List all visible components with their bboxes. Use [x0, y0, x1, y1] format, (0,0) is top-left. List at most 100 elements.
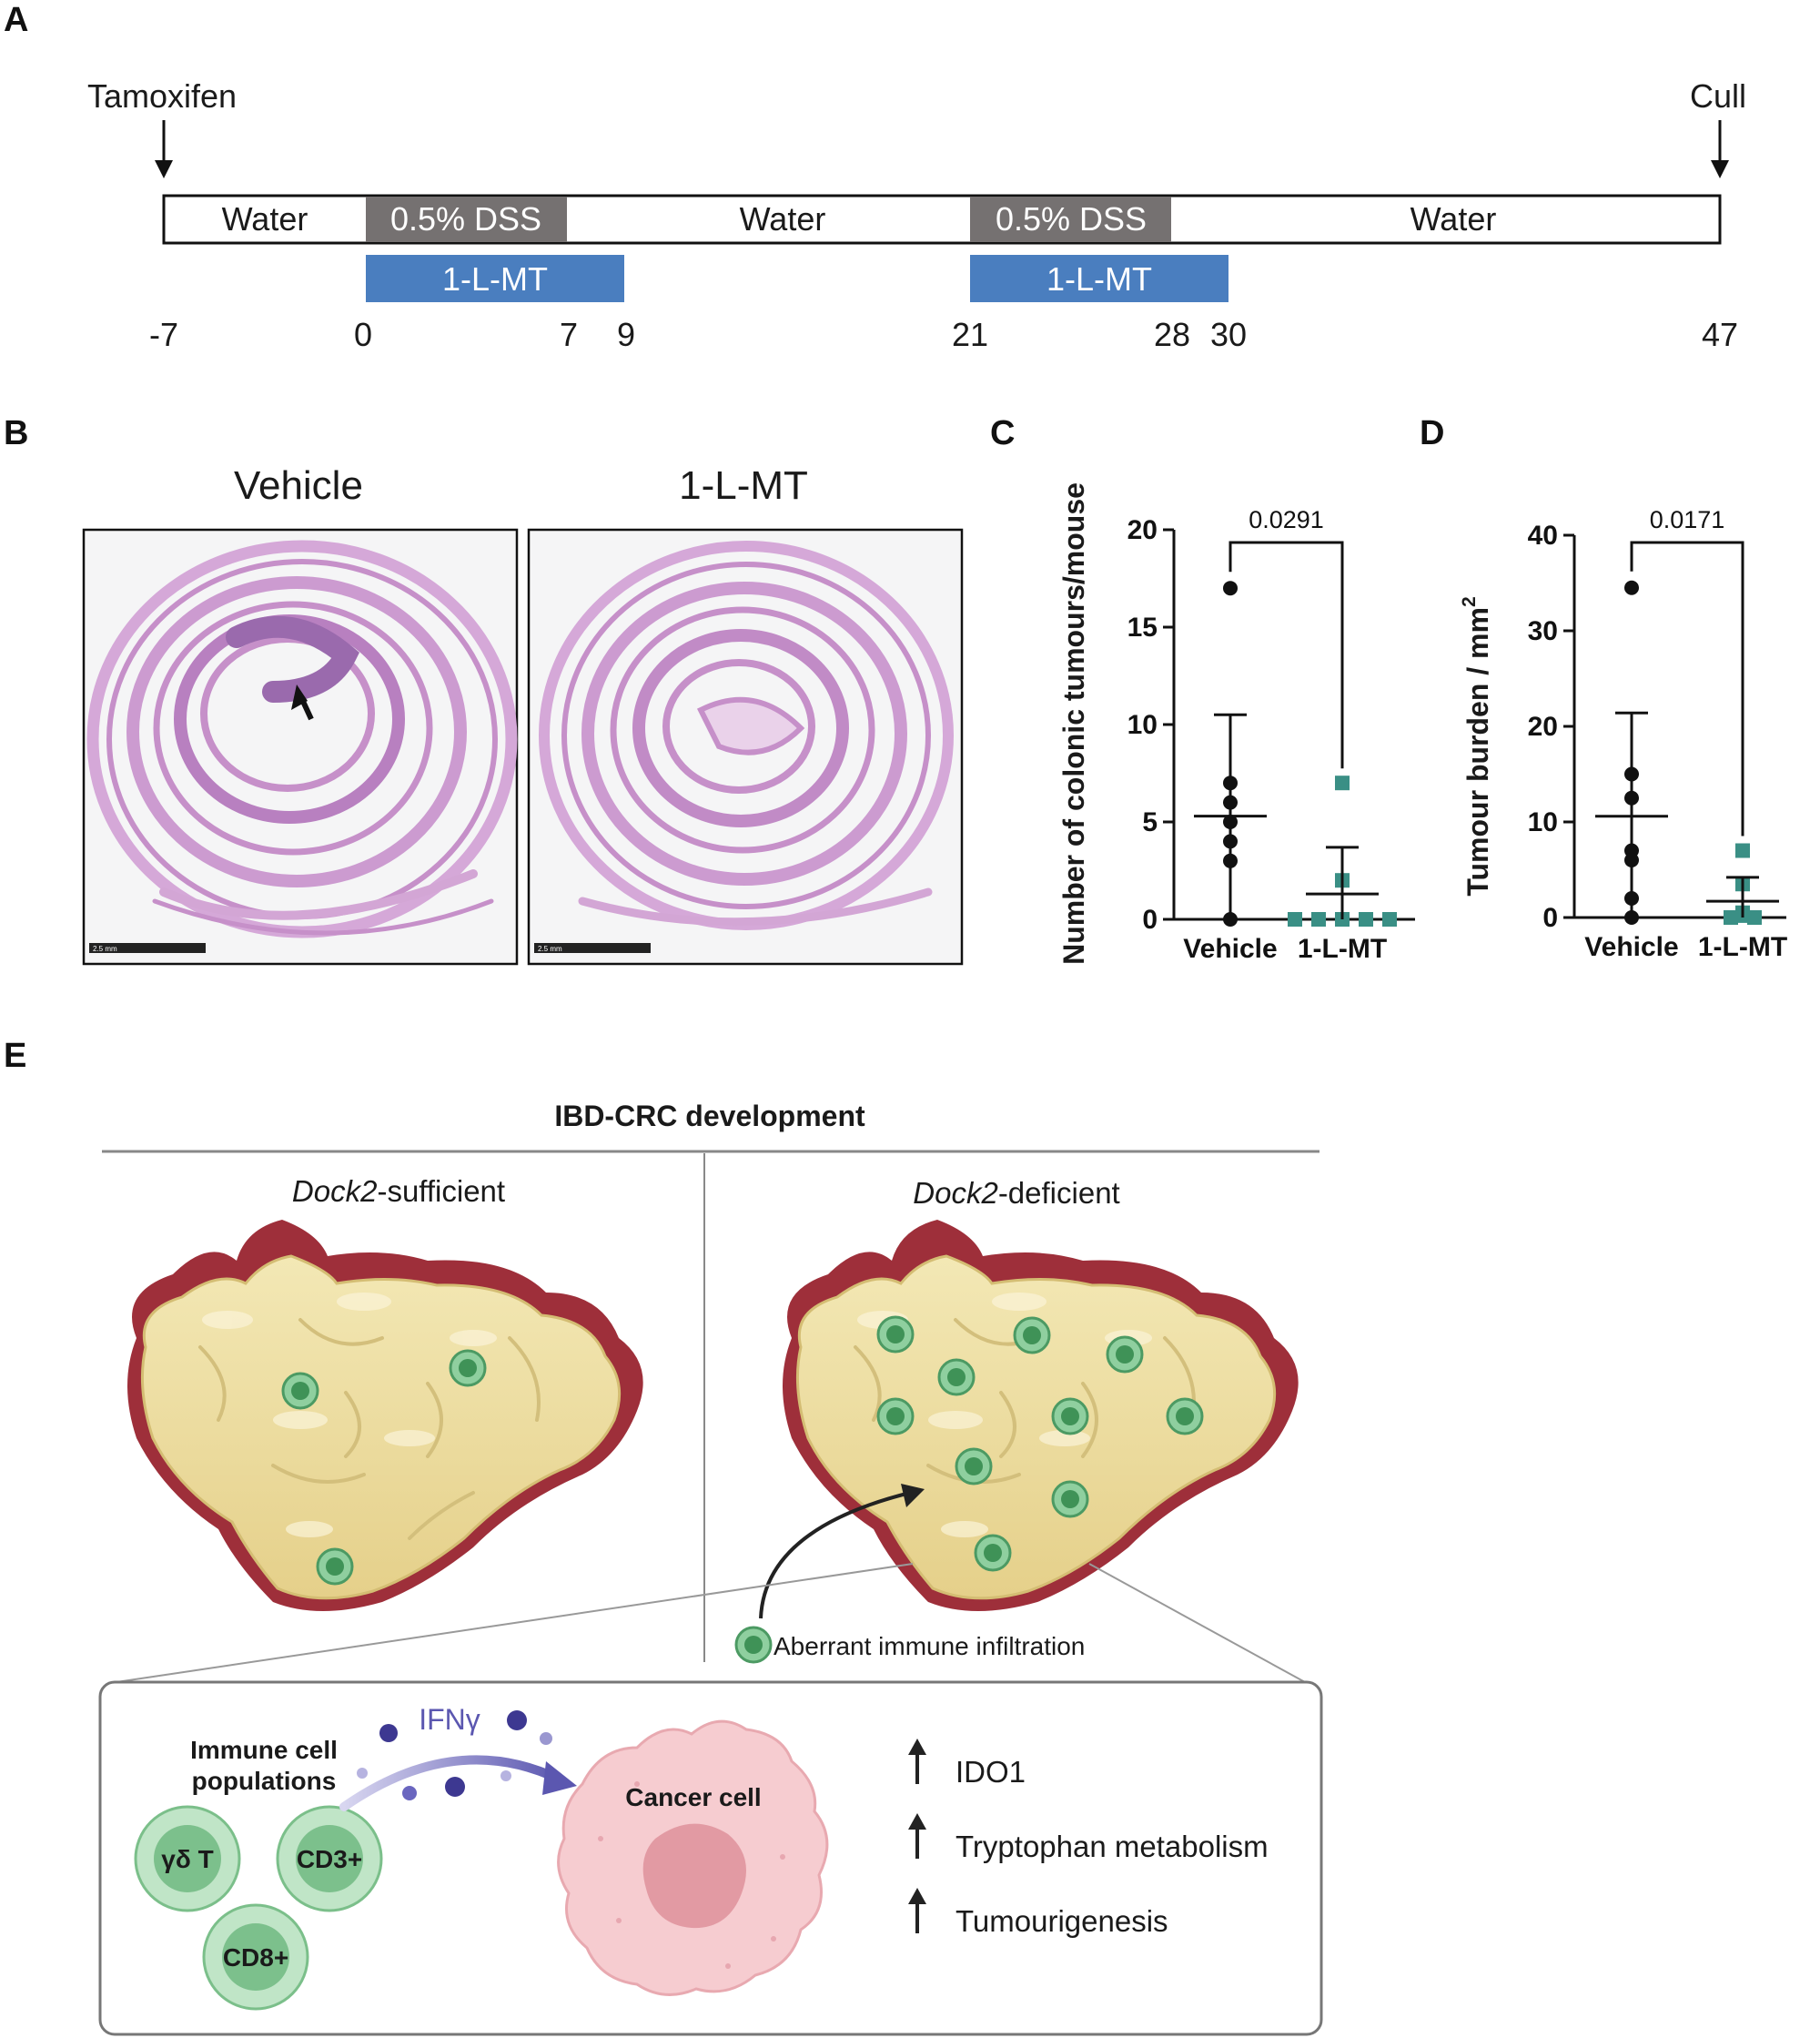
- cancer-cell: Cancer cell: [557, 1719, 829, 1996]
- gamma-delta-t-label: γδ T: [161, 1845, 213, 1873]
- infiltration-legend-label: Aberrant immune infiltration: [774, 1632, 1085, 1660]
- immune-cell: [1051, 1480, 1089, 1518]
- x-tick-label: 1-L-MT: [1698, 932, 1787, 962]
- y-tick-label: 0: [1542, 903, 1558, 933]
- effect-label: Tumourigenesis: [956, 1904, 1168, 1938]
- immune-cell: [281, 1372, 319, 1410]
- panel-label-a: A: [4, 1, 28, 39]
- immune-cell: [876, 1315, 915, 1354]
- immune-cell: [449, 1349, 487, 1387]
- chart-d-ylabel: Tumour burden / mm2: [1459, 596, 1494, 896]
- significance-bracket: [1228, 541, 1344, 769]
- scale-bar-label: 2.5 mm: [538, 945, 562, 953]
- scale-bar: [89, 943, 206, 953]
- effect-tryptophan: Tryptophan metabolism: [908, 1813, 1269, 1863]
- immune-cell: [1013, 1316, 1051, 1354]
- immune-population-label-2: populations: [192, 1767, 337, 1795]
- segment-dss-1: 0.5% DSS: [390, 200, 541, 238]
- tamoxifen-label: Tamoxifen: [87, 77, 237, 115]
- right-gene: Dock2: [913, 1176, 998, 1210]
- day-label: 9: [617, 316, 635, 353]
- cull-label: Cull: [1690, 77, 1746, 115]
- immune-cell: [1166, 1397, 1204, 1435]
- treatment-bar-2: [970, 255, 1228, 302]
- immune-cell: [876, 1397, 915, 1435]
- effect-tumourigenesis: Tumourigenesis: [908, 1888, 1168, 1938]
- day-label: 0: [354, 316, 372, 353]
- tumour-dock2-deficient: [783, 1220, 1299, 1611]
- immune-cell: [316, 1547, 354, 1586]
- data-point: [1724, 910, 1738, 925]
- left-suffix: -sufficient: [377, 1174, 505, 1208]
- treatment-label-1: 1-L-MT: [442, 260, 548, 298]
- timeline-bar: Water 0.5% DSS Water 0.5% DSS Water: [162, 194, 1722, 245]
- immune-cell: [937, 1358, 976, 1396]
- immune-population-label-1: Immune cell: [190, 1736, 338, 1764]
- p-value-label: 0.0291: [1249, 506, 1324, 533]
- effect-ido1: IDO1: [908, 1739, 1026, 1789]
- vehicle-histology-image: 2.5 mm: [82, 528, 519, 966]
- day-label: 47: [1702, 316, 1738, 353]
- day-label: 7: [560, 316, 578, 353]
- effect-label: Tryptophan metabolism: [956, 1830, 1269, 1863]
- effect-label: IDO1: [956, 1755, 1026, 1789]
- zoom-line: [116, 1563, 914, 1683]
- y-tick-label: 5: [1142, 807, 1158, 837]
- cd3-cell: CD3+: [276, 1805, 383, 1912]
- segment-water-3: Water: [1410, 200, 1497, 238]
- right-suffix: -deficient: [998, 1176, 1120, 1210]
- infiltration-arrow: [759, 1484, 925, 1619]
- x-tick-label: Vehicle: [1183, 934, 1277, 964]
- panel-label-c: C: [990, 414, 1015, 452]
- significance-bracket: [1630, 541, 1744, 836]
- legend-immune-cell-icon: [734, 1626, 773, 1664]
- day-label: -7: [149, 316, 178, 353]
- segment-water-2: Water: [740, 200, 826, 238]
- data-point: [1223, 581, 1238, 596]
- y-tick-label: 10: [1528, 807, 1558, 837]
- tumour-dock2-sufficient: [127, 1220, 643, 1611]
- data-point: [1288, 912, 1302, 927]
- dss-segment-1: [366, 197, 567, 242]
- immune-cell: [955, 1447, 993, 1485]
- y-tick-label: 15: [1127, 613, 1158, 643]
- tamoxifen-arrow: [155, 120, 173, 178]
- scale-bar: [534, 943, 651, 953]
- scale-bar-label: 2.5 mm: [93, 945, 117, 953]
- day-label: 30: [1210, 316, 1247, 353]
- treatment-label-2: 1-L-MT: [1046, 260, 1152, 298]
- data-point: [1747, 910, 1762, 925]
- left-condition-label: Dock2-sufficient: [292, 1174, 505, 1208]
- y-tick-label: 0: [1142, 905, 1158, 935]
- gamma-delta-t-cell: γδ T: [134, 1805, 241, 1912]
- panel-label-d: D: [1420, 414, 1444, 452]
- dss-segment-2: [970, 197, 1171, 242]
- day-label: 21: [952, 316, 988, 353]
- p-value-label: 0.0171: [1650, 506, 1725, 533]
- data-point: [1335, 776, 1350, 791]
- x-tick-label: Vehicle: [1584, 932, 1678, 962]
- day-label: 28: [1154, 316, 1190, 353]
- effect-list: IDO1 Tryptophan metabolism Tumourigenesi…: [908, 1739, 1269, 1938]
- immune-cell: [974, 1534, 1012, 1572]
- treated-image-title: 1-L-MT: [679, 463, 808, 508]
- immune-cell: [1051, 1397, 1089, 1435]
- cull-arrow: [1711, 120, 1729, 178]
- chart-d-ylabel-text: Tumour burden / mm: [1461, 607, 1494, 897]
- y-tick-label: 30: [1528, 616, 1558, 646]
- schematic-title: IBD-CRC development: [554, 1100, 865, 1132]
- data-point: [1311, 912, 1326, 927]
- treated-histology-image: 2.5 mm: [527, 528, 964, 966]
- chart-c-ylabel: Number of colonic tumours/mouse: [1057, 482, 1090, 965]
- cd8-label: CD8+: [223, 1943, 288, 1972]
- cd8-cell: CD8+: [202, 1903, 309, 2011]
- ifn-gamma-arrow: [339, 1755, 577, 1811]
- data-point: [1223, 912, 1238, 927]
- lesion-arrow: [291, 684, 314, 721]
- data-point: [1735, 843, 1750, 858]
- segment-dss-2: 0.5% DSS: [996, 200, 1147, 238]
- y-tick-label: 40: [1528, 521, 1558, 551]
- y-tick-label: 20: [1127, 515, 1158, 545]
